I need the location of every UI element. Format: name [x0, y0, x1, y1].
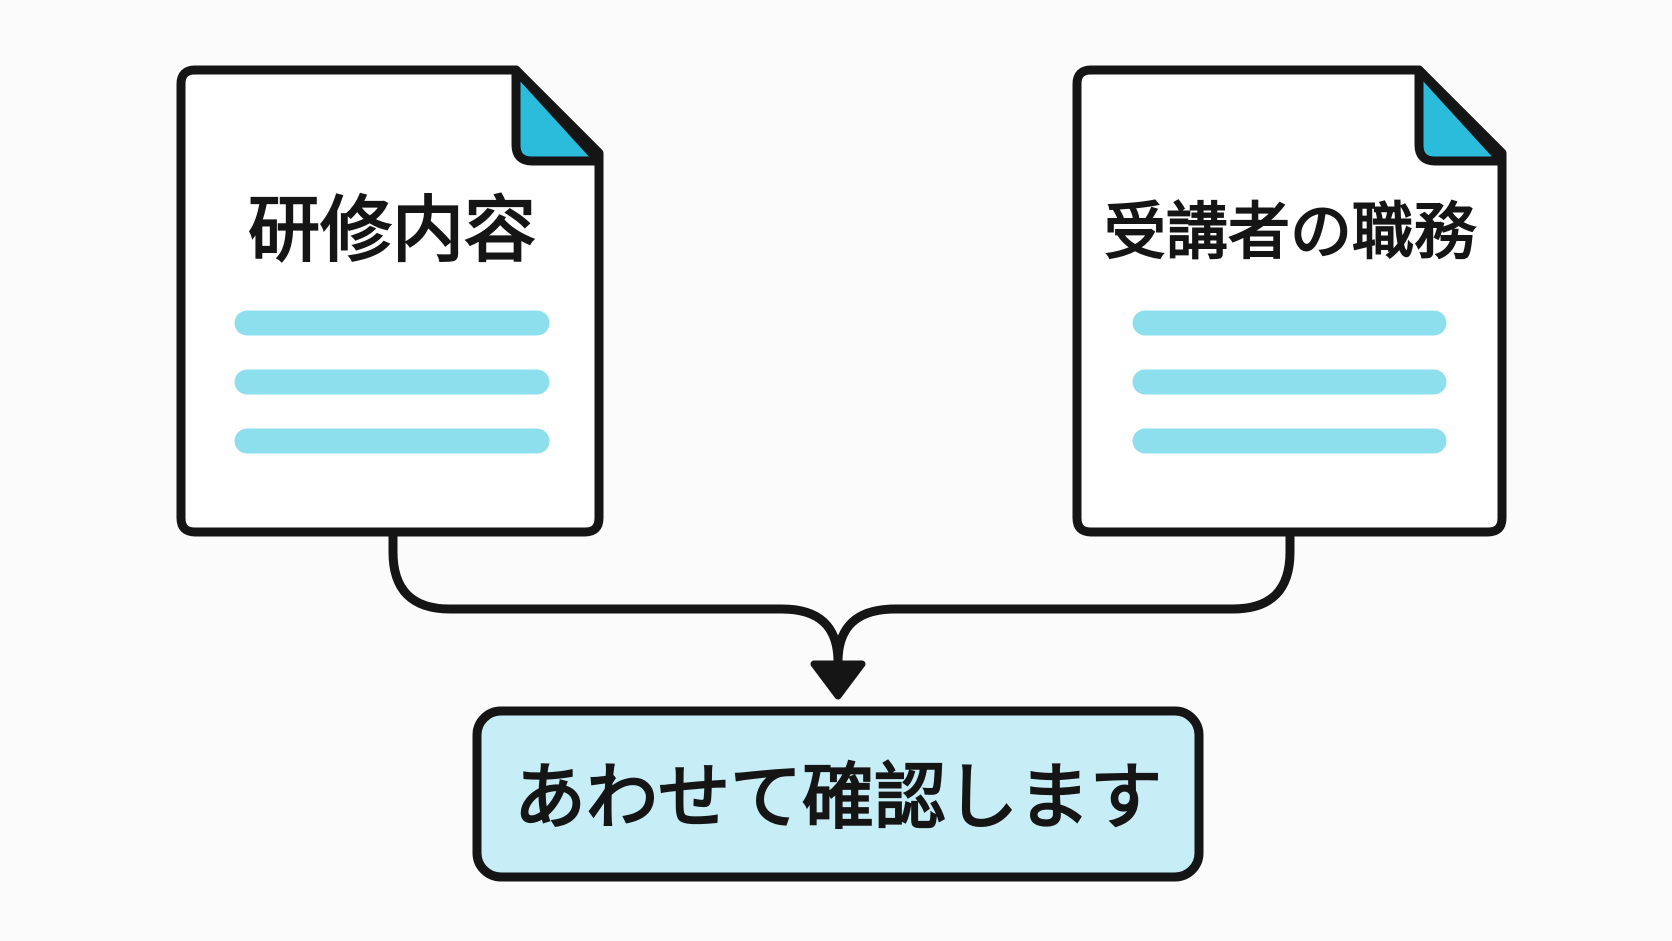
document-page [1072, 65, 1507, 537]
document-training-content: 研修内容 [176, 65, 604, 537]
document-title: 研修内容 [248, 188, 536, 272]
result-box: あわせて確認します [472, 706, 1204, 882]
document-page [176, 65, 604, 537]
connector-left [388, 532, 843, 667]
connector-right [833, 532, 1295, 667]
folded-corner-icon [1414, 65, 1507, 166]
result-box-frame [472, 706, 1204, 882]
result-label: あわせて確認します [514, 755, 1162, 839]
document-title: 受講者の職務 [1104, 195, 1477, 268]
document-trainee-duties: 受講者の職務 [1072, 65, 1507, 537]
text-lines-icon [234, 310, 550, 454]
text-lines-icon [1132, 310, 1447, 454]
arrow-down-icon [810, 660, 866, 700]
folded-corner-icon [511, 65, 604, 166]
